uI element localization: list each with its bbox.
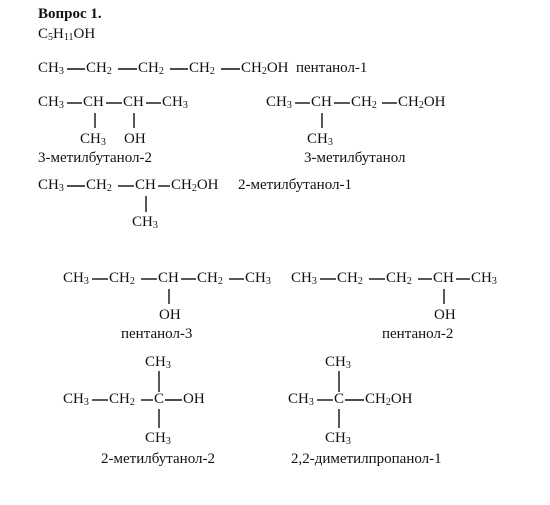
group: C [334, 391, 345, 407]
branch: CH3 [307, 131, 333, 148]
group: CH2 [138, 60, 164, 77]
group: CH [311, 94, 332, 110]
branch: CH3 [80, 131, 106, 148]
group: CH3 [38, 60, 64, 77]
question-title: Вопрос 1. [38, 6, 102, 22]
group: CH3 [63, 270, 89, 287]
branch: CH3 [145, 354, 171, 371]
group: CH3 [38, 94, 64, 111]
compound-name: 3-метилбутанол-2 [38, 150, 152, 166]
compound-name: 2,2-диметилпропанол-1 [291, 451, 442, 467]
group: CH2 [109, 391, 135, 408]
group: CH3 [63, 391, 89, 408]
group: CH3 [288, 391, 314, 408]
group: CH2 [337, 270, 363, 287]
group: C [154, 391, 165, 407]
group: OH [183, 391, 205, 407]
group: CH [83, 94, 104, 110]
compound-name: 3-метилбутанол [304, 150, 406, 166]
molecular-formula: C5H11OH [38, 26, 96, 43]
branch: CH3 [145, 430, 171, 447]
group: CH3 [38, 177, 64, 194]
compound-name: пентанол-2 [382, 326, 454, 342]
branch: OH [159, 307, 181, 323]
group: CH3 [471, 270, 497, 287]
compound-name: пентанол-1 [296, 60, 368, 76]
group: CH2 [386, 270, 412, 287]
compound-name: 2-метилбутанол-1 [238, 177, 352, 193]
group: CH3 [291, 270, 317, 287]
group: CH [135, 177, 156, 193]
group: CH [123, 94, 144, 110]
group: CH2 [189, 60, 215, 77]
branch: CH3 [325, 354, 351, 371]
branch: CH3 [325, 430, 351, 447]
group: CH2OH [398, 94, 446, 111]
group: CH2 [351, 94, 377, 111]
branch: OH [434, 307, 456, 323]
group: CH [433, 270, 454, 286]
group: CH2 [109, 270, 135, 287]
group: CH2OH [365, 391, 413, 408]
group: CH3 [266, 94, 292, 111]
group: CH2 [86, 60, 112, 77]
group: CH2OH [171, 177, 219, 194]
group: CH3 [245, 270, 271, 287]
branch: OH [124, 131, 146, 147]
group: CH3 [162, 94, 188, 111]
group: CH2 [86, 177, 112, 194]
branch: CH3 [132, 214, 158, 231]
group: CH2OH [241, 60, 289, 77]
compound-name: пентанол-3 [121, 326, 193, 342]
group: CH [158, 270, 179, 286]
compound-name: 2-метилбутанол-2 [101, 451, 215, 467]
group: CH2 [197, 270, 223, 287]
